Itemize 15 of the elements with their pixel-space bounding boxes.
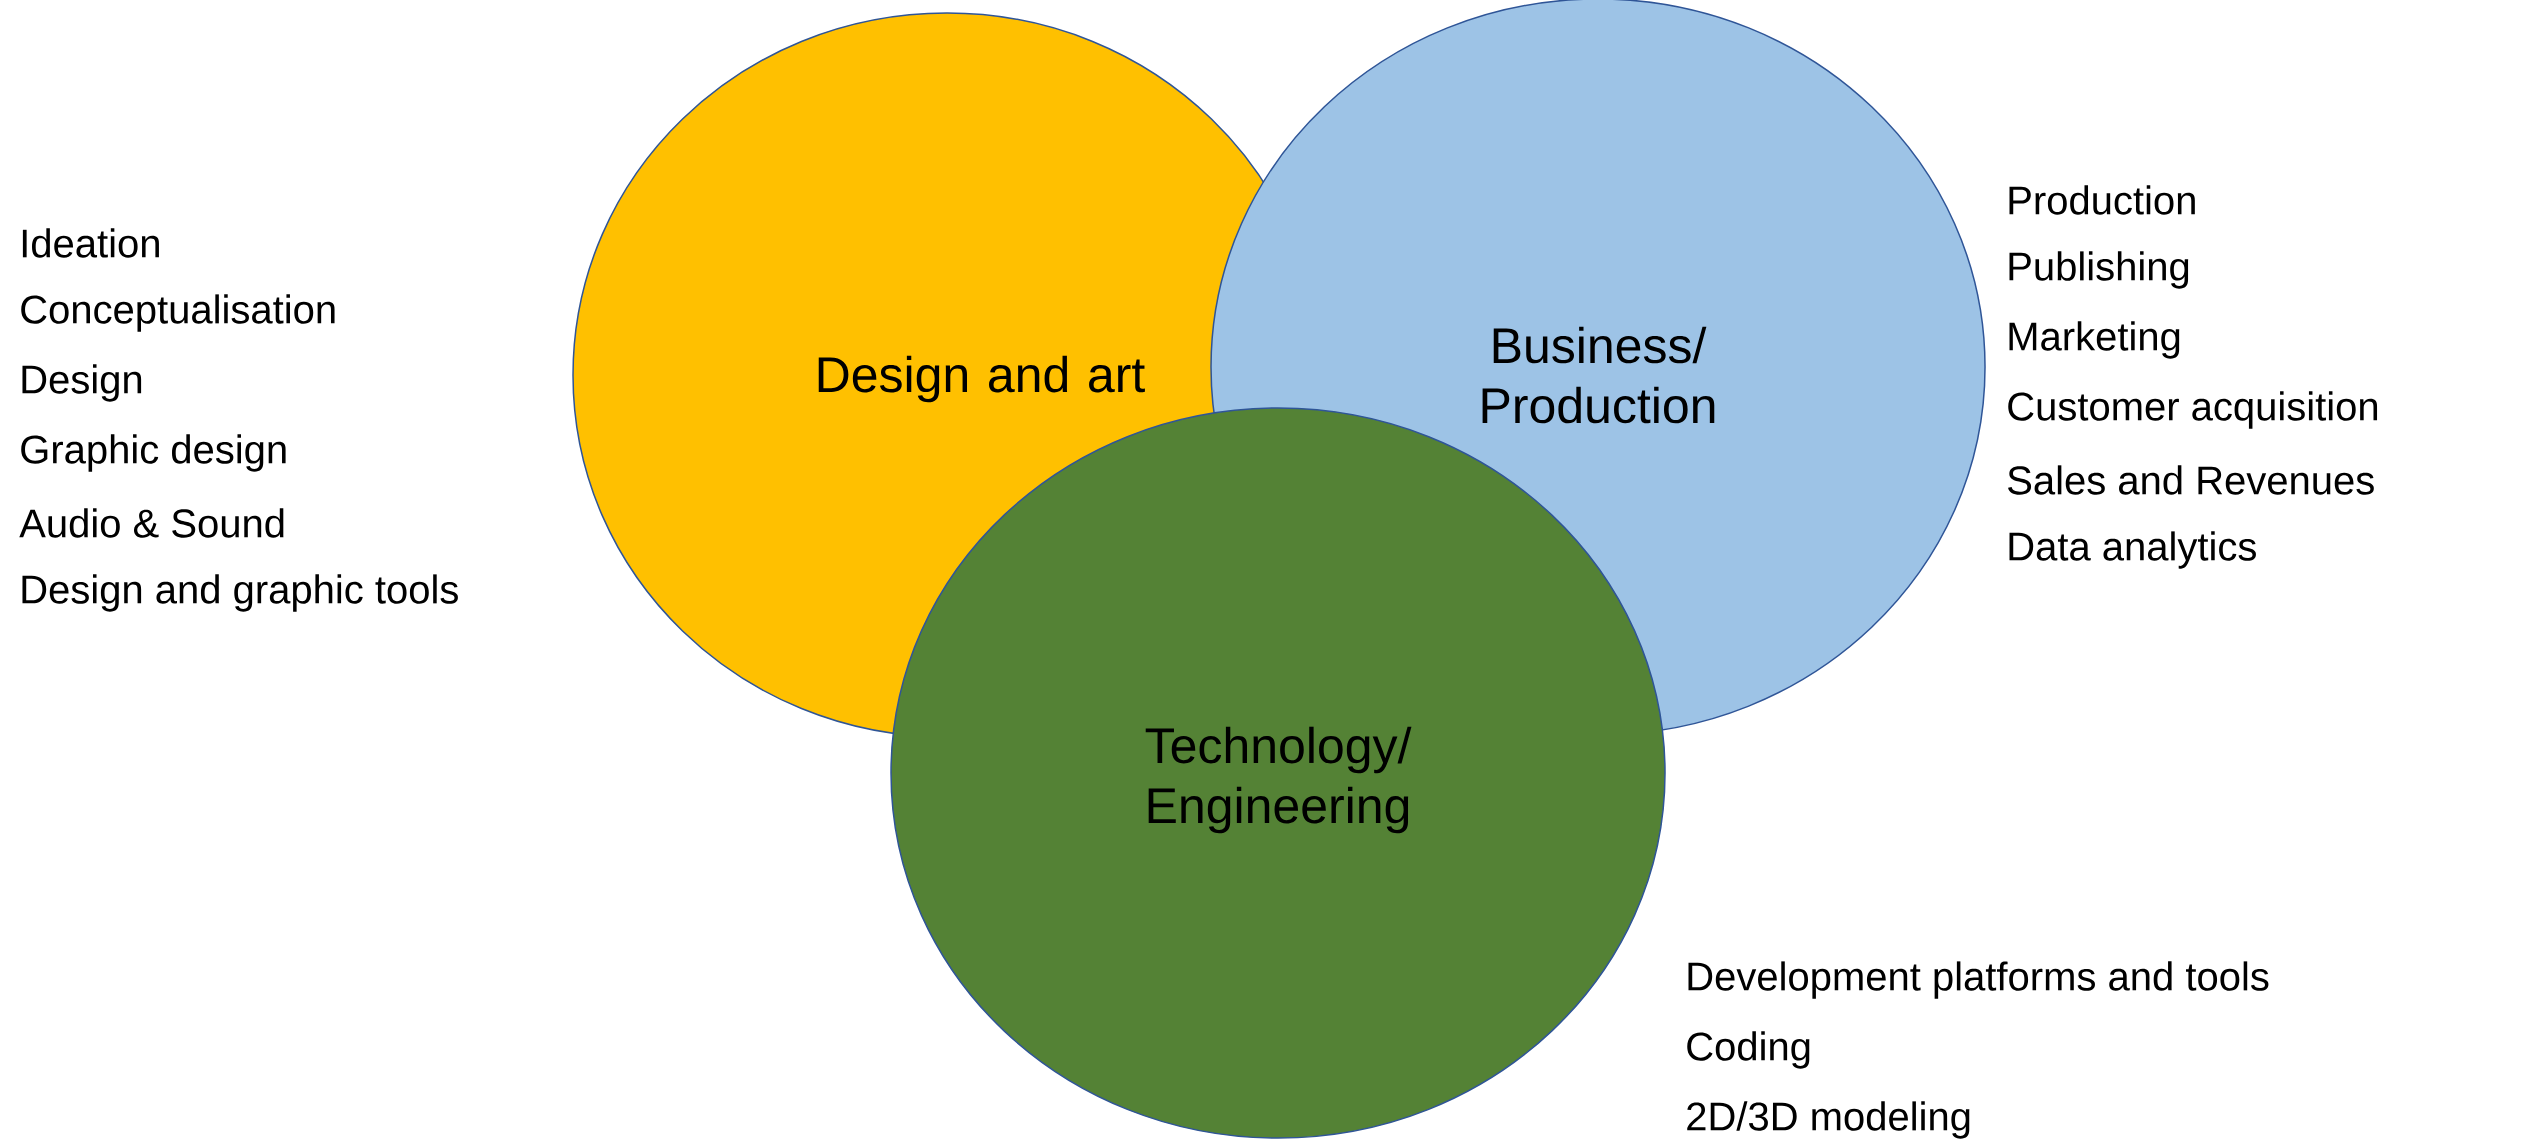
list-item: Production	[2009, 185, 2195, 215]
list-item: Marketing	[2009, 321, 2180, 359]
list-item: Publishing	[2009, 251, 2189, 289]
list-item: Conceptualisation	[21, 294, 335, 332]
list-item: Coding	[1687, 1031, 1810, 1069]
list-item: Development platforms and tools	[1688, 961, 2269, 999]
list-item: Graphic design	[21, 434, 286, 472]
list-item: Data analytics	[2009, 531, 2256, 569]
list-item: Customer acquisition	[2008, 391, 2378, 429]
list-item: Sales and Revenues	[2008, 465, 2374, 495]
list-item: Design	[22, 364, 142, 402]
list-item: Audio & Sound	[19, 508, 284, 538]
list-item: 2D/3D modeling	[1687, 1101, 1970, 1139]
list-item: Ideation	[22, 228, 159, 258]
list-item: Design and graphic tools	[22, 574, 458, 612]
